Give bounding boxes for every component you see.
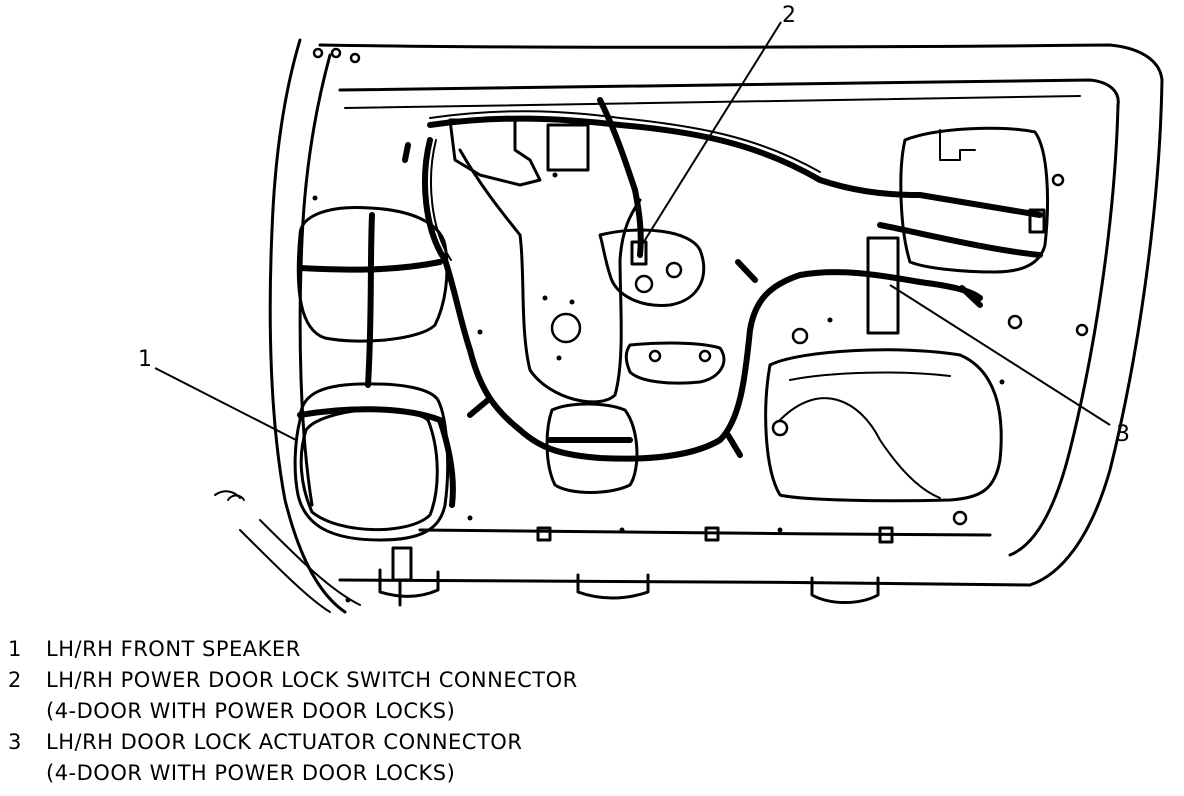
legend-item-2: 2 LH/RH POWER DOOR LOCK SWITCH CONNECTOR (8, 665, 768, 696)
legend-label: LH/RH FRONT SPEAKER (46, 637, 301, 661)
legend-item-1: 1 LH/RH FRONT SPEAKER (8, 634, 768, 665)
upper-left-opening (296, 205, 449, 343)
legend-label: LH/RH DOOR LOCK ACTUATOR CONNECTOR (46, 730, 523, 754)
lock-switch-connector (630, 240, 648, 266)
door-top-rail-inner (338, 78, 1120, 107)
callout-number-3: 3 (1116, 422, 1130, 447)
wiring-harness (297, 97, 1043, 508)
leader-line-1 (154, 367, 297, 441)
door-right-edge (1028, 78, 1164, 587)
legend-sublabel: (4-DOOR WITH POWER DOOR LOCKS) (46, 699, 456, 723)
leader-line-2 (639, 21, 782, 249)
leader-line-3 (889, 284, 1111, 426)
callout-number-2: 2 (782, 3, 796, 28)
door-top-rail (318, 43, 1164, 82)
door-outer-edge (268, 38, 347, 614)
legend-number: 3 (8, 730, 22, 754)
callout-number-1: 1 (138, 347, 152, 372)
legend-number: 2 (8, 668, 22, 692)
door-inner-panel-drawing: 1 2 3 (138, 3, 1164, 614)
legend-sublabel: (4-DOOR WITH POWER DOOR LOCKS) (46, 761, 456, 785)
door-bottom-rail (338, 578, 1032, 587)
legend-label: LH/RH POWER DOOR LOCK SWITCH CONNECTOR (46, 668, 578, 692)
legend: 1 LH/RH FRONT SPEAKER 2 LH/RH POWER DOOR… (8, 634, 768, 789)
lock-actuator-connector (866, 236, 900, 335)
legend-number: 1 (8, 637, 22, 661)
legend-item-3: 3 LH/RH DOOR LOCK ACTUATOR CONNECTOR (8, 727, 768, 758)
